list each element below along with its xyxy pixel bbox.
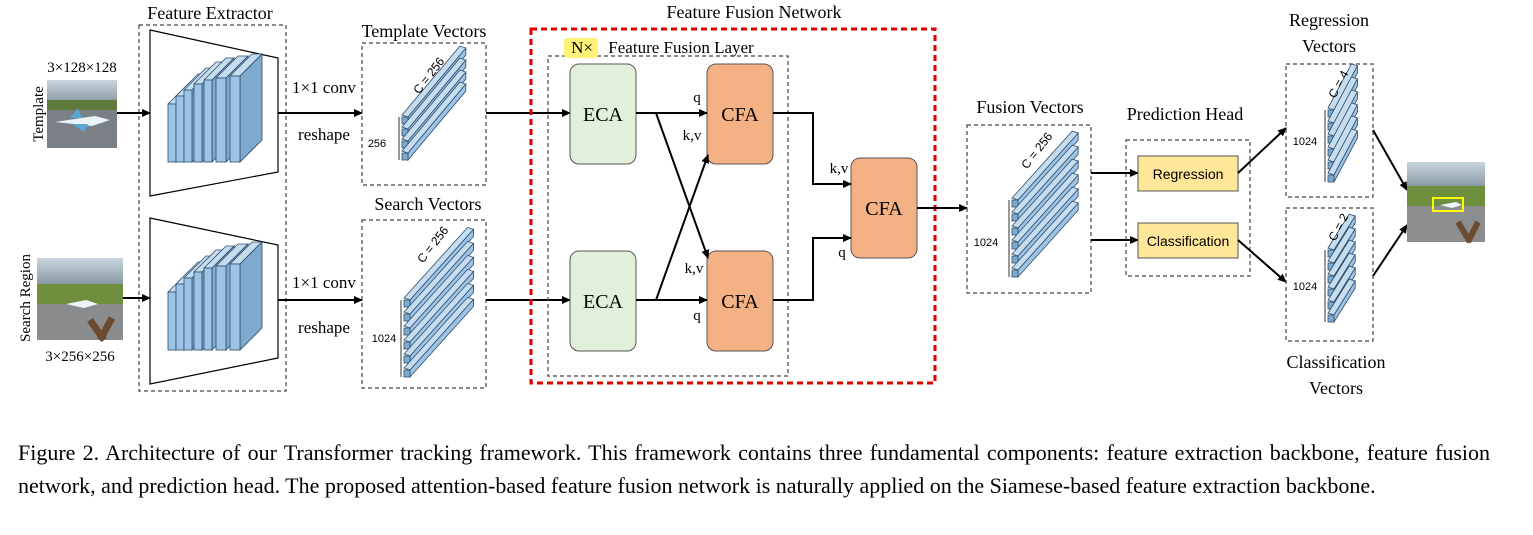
backbone-block-front [183,277,193,351]
backbone-block-front [229,263,241,351]
feature-fusion-network-title: Feature Fusion Network [667,2,842,22]
template-image [47,80,117,148]
classification-block-label: Classification [1147,233,1229,249]
arrow-cfa-bottom-to-cfa-final [773,234,852,301]
arrow-regression-to-reg-vectors [1237,127,1287,174]
fusion-vectors-box [966,124,1092,294]
prediction-head-box [1125,139,1251,277]
classification-vectors-title-1: Classification [1287,352,1386,372]
backbone-block-front [203,79,213,163]
q-label-top: q [693,90,701,106]
arrow-reg-vectors-to-output [1372,129,1408,191]
arrow-classification-to-cls-vectors [1237,239,1287,283]
eca-top-label: ECA [583,104,624,126]
vector-bar-end [403,341,411,350]
feature-extractor-title: Feature Extractor [147,3,272,23]
regression-vectors-stack [1324,63,1359,183]
vector-bar-end [1011,241,1019,250]
vector-bar-end [1011,213,1019,222]
q-label-final: q [838,245,846,261]
figure-caption: Figure 2. Architecture of our Transforme… [18,440,1490,498]
search-input-label: Search Region [18,254,34,342]
kv-label-final: k,v [830,161,849,177]
output-image [1407,162,1485,244]
regression-block-label: Regression [1153,166,1224,182]
search-vectors-box [361,219,487,389]
backbone-block-front [203,267,213,351]
backbone-block-front [167,291,177,351]
arrow-cls-vectors-to-output [1372,224,1408,277]
backbone-block-front [167,103,177,163]
vector-bar-end [403,299,411,308]
vector-bar-end [401,152,409,161]
prediction-head-title: Prediction Head [1127,104,1243,124]
regression-vectors-box [1285,63,1374,198]
regression-vectors-title-2: Vectors [1302,36,1356,56]
vector-bar-end [1327,314,1335,323]
feature-fusion-network-box [529,27,937,385]
classification-block [1137,222,1239,259]
backbone-block-front [215,77,227,163]
nx-highlight [564,38,598,58]
template-input-label: Template [31,86,47,142]
search-vectors-stack [400,226,475,379]
backbone-block-front [193,83,203,163]
eca-bottom-label: ECA [583,291,624,313]
reshape-top-label: reshape [298,125,350,144]
backbone-block-front [193,271,203,351]
fusion-vectors-stack [1008,130,1079,279]
reshape-bottom-label: reshape [298,318,350,337]
cfa-top-label: CFA [721,104,759,126]
backbone-block-front [215,265,227,351]
search-vectors-title: Search Vectors [374,194,481,214]
fusion-n-label: 1024 [974,237,998,249]
backbone-block-front [175,283,185,351]
tracking-bbox [1432,197,1464,212]
vector-bar-end [1327,174,1335,183]
cfa-final-label: CFA [865,198,903,220]
template-size-label: 3×128×128 [47,60,116,76]
classification-vectors-stack [1324,213,1356,324]
vector-bar-end [1011,255,1019,264]
vector-bar-end [403,355,411,364]
backbone-bottom [149,217,279,385]
regression-block [1137,155,1239,192]
reg-n-label: 1024 [1293,136,1317,148]
backbone-block-front [183,89,193,163]
classification-vectors-title-2: Vectors [1309,378,1363,398]
vector-bar-end [403,313,411,322]
vector-bar-end [403,369,411,378]
search-n-label: 1024 [372,333,396,345]
kv-label-bottom: k,v [685,261,704,277]
search-size-label: 3×256×256 [45,349,115,365]
q-label-bottom: q [693,308,701,324]
vector-bar-end [1011,269,1019,278]
search-region-image [37,258,123,343]
architecture-diagram: 3×128×128 Template 3×256×256 Search Regi… [18,2,1485,398]
backbone-top [149,29,279,197]
feature-extractor-box [138,24,287,392]
feature-fusion-layer-box [547,55,789,377]
arrow-cfa-top-to-cfa-final [773,112,852,188]
vector-bar-end [1011,227,1019,236]
backbone-block-front [229,75,241,163]
fusion-vectors-title: Fusion Vectors [976,97,1083,117]
classification-vectors-box [1285,207,1374,342]
cls-n-label: 1024 [1293,281,1317,293]
backbone-block-front [175,95,185,163]
arrow-eca-bottom-to-cfa-top-kv [655,154,710,301]
template-vectors-stack [398,45,467,162]
arrow-eca-top-to-cfa-bottom-kv [655,112,710,259]
template-vectors-title: Template Vectors [362,21,487,41]
cfa-bottom-label: CFA [721,291,759,313]
feature-fusion-layer-title: Feature Fusion Layer [608,38,754,57]
vector-bar-end [1011,199,1019,208]
nx-label: N× [571,38,593,57]
conv-bottom-label: 1×1 conv [292,273,356,292]
template-n-label: 256 [368,138,386,150]
conv-top-label: 1×1 conv [292,78,356,97]
vector-bar-end [403,327,411,336]
regression-vectors-title-1: Regression [1289,10,1369,30]
kv-label-top: k,v [683,128,702,144]
